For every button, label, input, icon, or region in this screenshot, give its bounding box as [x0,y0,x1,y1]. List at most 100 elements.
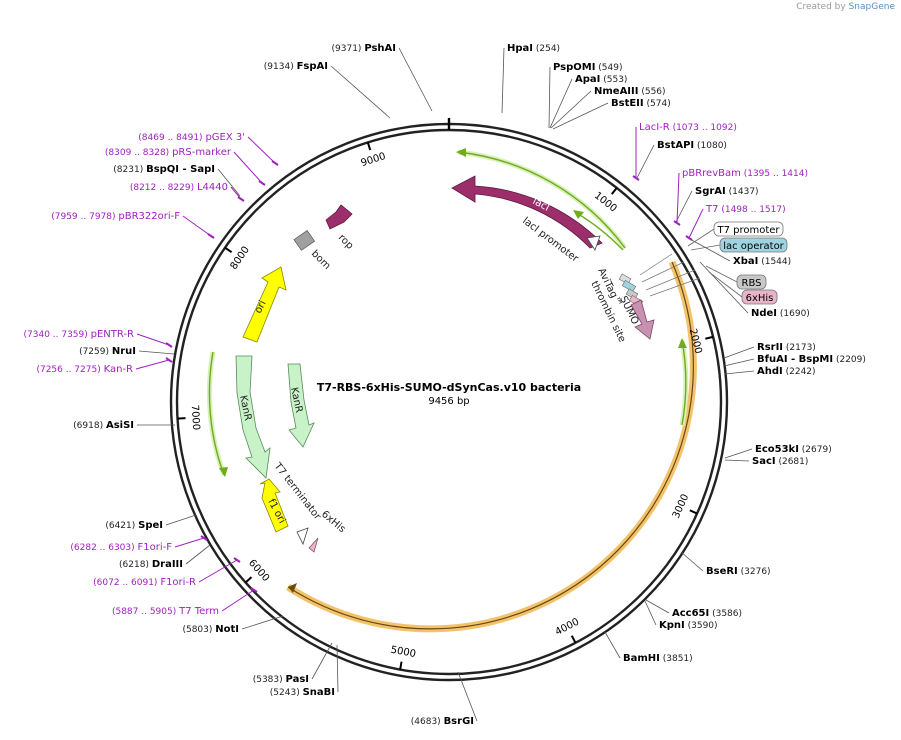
orf-left [206,351,227,476]
boxed-feature-box [741,289,778,305]
enzyme-name: BspQI [146,164,179,175]
enzyme-leader [330,65,391,119]
enzyme-label: KpnI (3590) [659,620,718,631]
primer-site[interactable]: (6282 .. 6303) F1ori-F [70,535,208,553]
tick-label: 4000 [554,617,582,639]
primer-site[interactable]: (8469 .. 8491) pGEX 3' [138,132,279,166]
enzyme-site[interactable]: BamHI (3851) [604,631,693,664]
tick-mark [705,335,714,340]
enzyme-site[interactable]: (4683) BsrGI [411,671,478,727]
enzyme-site[interactable]: SacI (2681) [724,456,808,467]
primer-mark [250,587,258,593]
enzyme-site[interactable]: (6421) SpeI [105,514,197,531]
boxed-feature-leader [705,265,738,283]
primer-leader [174,537,205,548]
enzyme-site[interactable]: AhdI (2242) [724,366,816,377]
feature-leader [639,253,673,276]
boxed-feature-leader [690,244,721,251]
primer-site[interactable]: (7256 .. 7275) Kan-R [36,357,173,375]
tick-label: 5000 [390,645,417,660]
laci-arrow [451,175,603,249]
primer-site[interactable]: (7340 .. 7359) pENTR-R [24,329,173,348]
enzyme-name: BstEII [611,98,644,109]
enzyme-leader [138,350,175,355]
enzyme-label: (6918) AsiSI [73,420,134,431]
primer-mark [271,160,279,166]
primer-leader [688,208,704,239]
enzyme-position: (553) [600,75,627,85]
enzyme-position: (8231) [113,165,146,175]
enzyme-label: (8231) BspQI - SapI [113,164,215,175]
primer-label: (8309 .. 8328) pRS-marker [105,147,232,158]
enzyme-site[interactable]: RsrII (2173) [723,342,816,359]
boxed-feature[interactable]: RBS [705,265,767,290]
enzyme-site[interactable]: KpnI (3590) [644,600,718,631]
enzyme-site[interactable]: (5243) SnaBI [270,644,339,698]
enzyme-label: NdeI (1690) [751,308,810,319]
primer-site[interactable]: (8309 .. 8328) pRS-marker [105,147,266,186]
primer-mark [685,235,693,241]
enzyme-site[interactable]: (9134) FspAI [264,61,391,119]
his-lower-label: 6xHis [319,509,347,535]
primer-mark [258,180,266,186]
enzyme-site[interactable]: ApaI (553) [549,74,627,129]
enzyme-site[interactable]: SgrAI (1437) [675,186,759,223]
enzyme-leader [699,261,749,314]
enzyme-site[interactable]: (5383) PasI [253,642,333,685]
primer-mark [233,557,241,563]
enzyme-site[interactable]: BstEII (574) [552,98,671,130]
boxed-feature-label: RBS [742,278,762,289]
enzyme-name: NotI [215,624,239,635]
cds-arrowhead [288,583,297,593]
enzyme-position: (2209) [833,355,866,365]
primer-site[interactable]: (6072 .. 6091) F1ori-R [93,557,241,588]
primer-site[interactable]: LacI-R (1073 .. 1092) [632,122,737,181]
primer-site[interactable]: T7 (1498 .. 1517) [685,204,786,241]
primer-site[interactable]: (7959 .. 7978) pBR322ori-F [51,211,215,239]
enzyme-site[interactable]: (5803) NotI [182,615,284,635]
tick-label: 1000 [592,190,619,214]
enzyme-label: HpaI (254) [507,43,560,54]
enzyme-leader [548,66,551,129]
enzyme-name: Eco53kI [755,444,799,455]
enzyme-site[interactable]: (7259) NruI [79,346,175,357]
enzyme-position: (9134) [264,62,297,72]
primer-mark [632,175,640,181]
enzyme-site[interactable]: PspOMI (549) [548,62,623,129]
primer-site[interactable]: pBRrevBam (1395 .. 1414) [673,168,808,226]
enzyme-site[interactable]: BstAPI (1080) [636,140,727,179]
primer-site[interactable]: (8212 .. 8229) L4440 [130,182,245,202]
boxed-feature-label: 6xHis [746,293,774,304]
enzyme-site[interactable]: BfuAI - BspMI (2209) [723,354,866,367]
boxed-feature-box [736,274,767,290]
primer-leader [247,136,276,164]
enzyme-site[interactable]: BseRI (3276) [680,551,771,577]
enzyme-name: BsrGI [444,716,474,727]
enzyme-site[interactable]: HpaI (254) [501,43,560,114]
primer-site[interactable]: (5887 .. 5905) T7 Term [112,587,258,617]
enzyme-site[interactable]: NdeI (1690) [699,261,810,319]
enzyme-name: BseRI [706,566,738,577]
primer-label: (6072 .. 6091) F1ori-R [93,577,196,588]
primer-range: (6072 .. 6091) [93,578,160,588]
primer-label: (7340 .. 7359) pENTR-R [24,329,135,340]
enzyme-site[interactable]: Eco53kI (2679) [724,444,832,459]
enzyme-site[interactable]: (8231) BspQI - SapI [113,164,241,197]
boxed-feature-leader [708,271,743,298]
primer-leader [221,589,255,612]
enzyme-site[interactable]: (6218) DraIII [119,544,211,570]
enzyme-name: NdeI [751,308,777,319]
enzyme-label: ApaI (553) [575,74,627,85]
boxed-feature[interactable]: lac operator [690,237,788,253]
enzyme-site[interactable]: (6918) AsiSI [73,420,175,431]
feature-leader [649,277,701,297]
enzyme-label: PspOMI (549) [553,62,623,73]
tick-mark [399,661,403,670]
enzyme-site[interactable]: NmeAIII (556) [550,86,666,129]
boxed-feature[interactable]: T7 promoter [687,221,784,247]
enzyme-leader [604,631,621,659]
enzyme-position: (2679) [799,445,832,455]
boxed-feature[interactable]: 6xHis [708,271,778,305]
enzyme-site[interactable]: Acc65I (3586) [645,599,742,619]
enzyme-site[interactable]: (9371) PshAI [332,43,433,112]
